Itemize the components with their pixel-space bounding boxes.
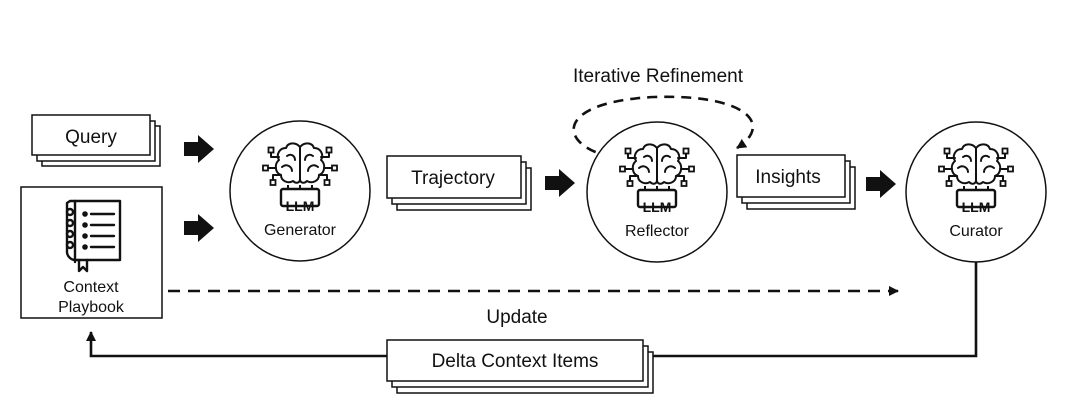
curator-node: LLM Curator: [905, 121, 1047, 263]
insights-label: Insights: [755, 167, 820, 188]
llm-chip-label: LLM: [962, 199, 991, 215]
llm-chip-label: LLM: [286, 198, 315, 214]
trajectory-to-reflector-arrow: [545, 169, 575, 197]
generator-label: Generator: [264, 222, 337, 239]
trajectory-label: Trajectory: [411, 168, 495, 189]
notebook-list-icon: [65, 199, 122, 273]
update-label: Update: [486, 307, 547, 328]
context-playbook-box: Context Playbook: [20, 186, 163, 319]
iterative-refinement-loop-arrow: [572, 95, 755, 159]
generator-node: LLM Generator: [229, 120, 371, 262]
playbook-label-line2: Playbook: [58, 299, 125, 316]
playbook-to-generator-arrow: [184, 214, 214, 242]
llm-chip-label: LLM: [643, 199, 672, 215]
query-card: Query: [31, 114, 161, 167]
insights-to-curator-arrow: [866, 170, 896, 198]
insights-card: Insights: [736, 154, 856, 210]
curator-label: Curator: [949, 223, 1003, 240]
query-label: Query: [65, 127, 117, 148]
iterative-refinement-label: Iterative Refinement: [573, 66, 744, 87]
delta-context-items-label: Delta Context Items: [432, 351, 599, 372]
query-to-generator-arrow: [184, 135, 214, 163]
reflector-node: LLM Reflector: [586, 121, 728, 263]
trajectory-card: Trajectory: [386, 155, 532, 211]
reflector-label: Reflector: [625, 223, 690, 240]
delta-context-items-card: Delta Context Items: [386, 339, 654, 394]
playbook-label-line1: Context: [63, 279, 119, 296]
